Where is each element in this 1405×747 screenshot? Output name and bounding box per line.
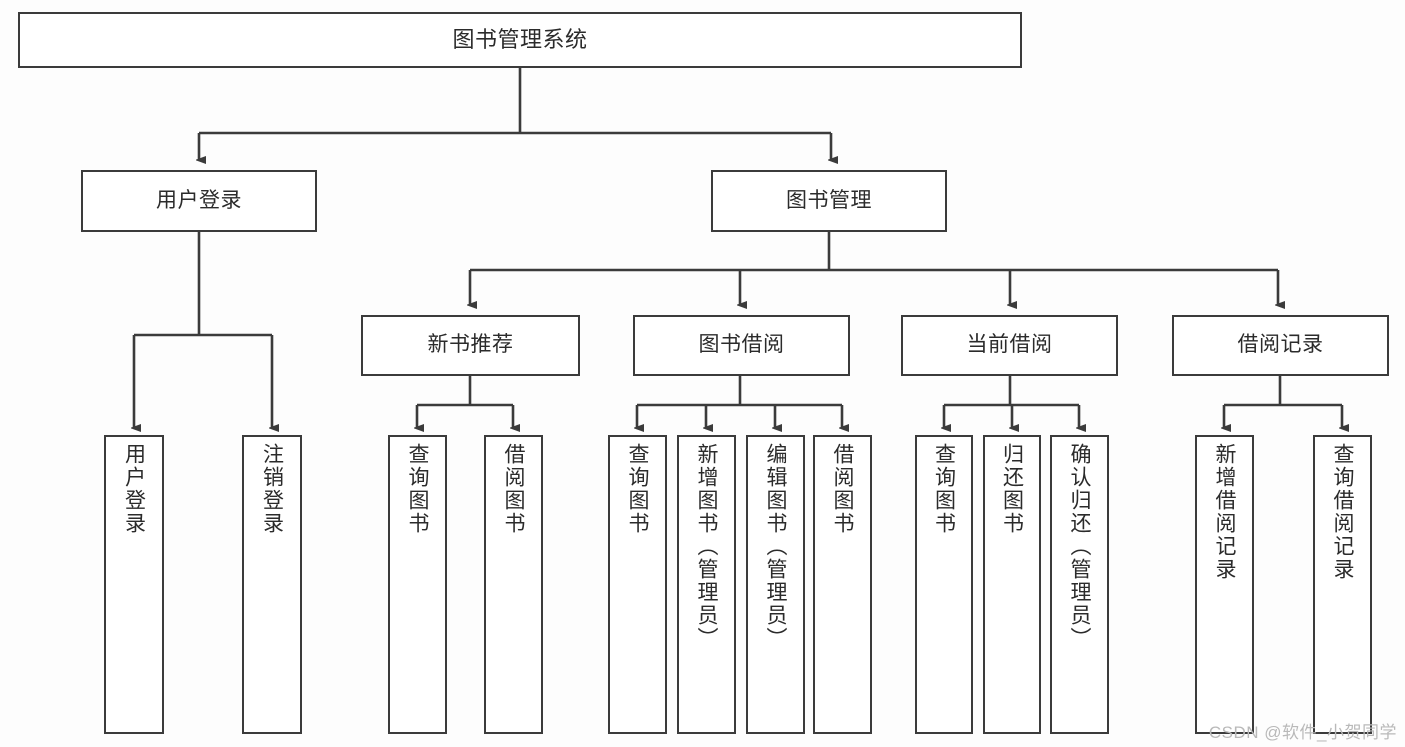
node-label: 用户登录 [122, 443, 146, 535]
node-label: 图书管理 [786, 188, 872, 212]
leaf-user-login-logout[interactable]: 注销登录 [242, 435, 302, 734]
node-label: 确认归还（管理员） [1068, 443, 1091, 650]
node-label: 当前借阅 [966, 333, 1053, 357]
leaf-record-add-record[interactable]: 新增借阅记录 [1195, 435, 1254, 734]
node-borrow-record[interactable]: 借阅记录 [1172, 315, 1389, 376]
leaf-current-confirm-return-admin[interactable]: 确认归还（管理员） [1050, 435, 1109, 734]
node-label: 归还图书 [1000, 443, 1024, 535]
node-current-borrow[interactable]: 当前借阅 [901, 315, 1118, 376]
leaf-borrow-query-book[interactable]: 查询图书 [608, 435, 667, 734]
node-label: 查询图书 [626, 443, 649, 535]
leaf-current-return-book[interactable]: 归还图书 [983, 435, 1041, 734]
leaf-borrow-borrow-book[interactable]: 借阅图书 [813, 435, 872, 734]
leaf-borrow-add-book-admin[interactable]: 新增图书（管理员） [677, 435, 736, 734]
node-label: 查询图书 [932, 443, 956, 535]
leaf-borrow-edit-book-admin[interactable]: 编辑图书（管理员） [746, 435, 805, 734]
node-label: 图书借阅 [698, 333, 785, 357]
node-label: 借阅记录 [1237, 333, 1324, 357]
node-new-book-recommend[interactable]: 新书推荐 [361, 315, 580, 376]
node-label: 新增借阅记录 [1213, 443, 1236, 581]
leaf-current-query-book[interactable]: 查询图书 [915, 435, 973, 734]
node-label: 借阅图书 [831, 443, 854, 535]
node-label: 查询图书 [406, 443, 429, 535]
leaf-record-query-record[interactable]: 查询借阅记录 [1313, 435, 1372, 734]
leaf-new-book-query[interactable]: 查询图书 [388, 435, 447, 734]
node-book-management[interactable]: 图书管理 [711, 170, 947, 232]
node-label: 新书推荐 [427, 333, 514, 357]
node-label: 编辑图书（管理员） [764, 443, 787, 650]
leaf-user-login-login[interactable]: 用户登录 [104, 435, 164, 734]
leaf-new-book-borrow[interactable]: 借阅图书 [484, 435, 543, 734]
node-label: 用户登录 [156, 188, 242, 212]
node-label: 新增图书（管理员） [695, 443, 718, 650]
node-label: 注销登录 [260, 443, 284, 535]
node-user-login[interactable]: 用户登录 [81, 170, 317, 232]
node-root-book-management-system[interactable]: 图书管理系统 [18, 12, 1022, 68]
node-label: 图书管理系统 [452, 27, 588, 53]
node-book-borrow[interactable]: 图书借阅 [633, 315, 850, 376]
node-label: 查询借阅记录 [1331, 443, 1354, 581]
node-label: 借阅图书 [502, 443, 525, 535]
